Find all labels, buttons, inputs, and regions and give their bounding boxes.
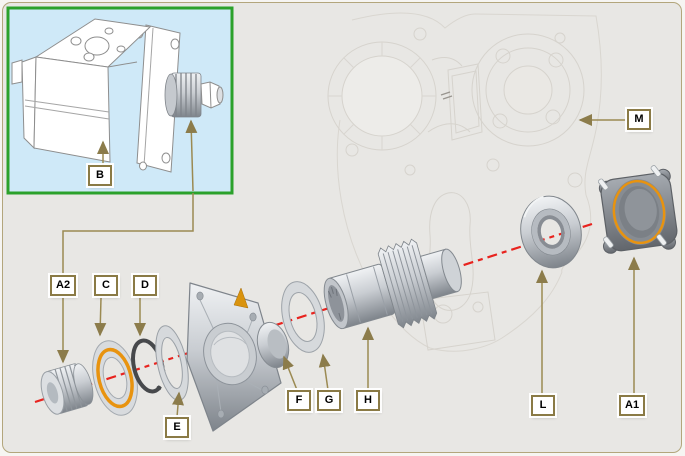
gasket-corner-marker	[233, 287, 249, 309]
leader-e-arrow	[172, 391, 184, 418]
leader-f-arrow	[282, 355, 298, 391]
callout-f: F	[287, 390, 311, 411]
inset-detail-box	[6, 6, 234, 195]
callout-l: L	[531, 395, 555, 416]
callout-a2: A2	[50, 275, 77, 296]
callout-a1: A1	[619, 395, 646, 416]
part-gear-shaft-h	[323, 238, 462, 330]
part-washer-e	[155, 325, 189, 401]
part-bearing-l	[520, 195, 582, 269]
pump-gear	[164, 72, 224, 118]
callout-m: M	[627, 109, 651, 130]
cover-studs	[597, 165, 667, 249]
part-washer-g	[281, 281, 325, 353]
leader-inset-gear-arrow	[185, 119, 198, 192]
callout-g: G	[317, 390, 341, 411]
callout-h: H	[356, 390, 380, 411]
callout-e: E	[165, 417, 189, 438]
part-flange-f	[186, 282, 290, 432]
callout-c: C	[94, 275, 118, 296]
engine-crankcase-background-drawing	[327, 12, 602, 352]
callout-d: D	[133, 275, 157, 296]
leader-g-arrow	[318, 353, 331, 391]
part-cover-a1	[597, 165, 678, 254]
leader-lines	[57, 114, 640, 418]
assembly-centerline	[34, 222, 593, 404]
callout-b: B	[88, 165, 112, 186]
part-gear-a2	[40, 363, 94, 415]
leader-inset-to-a2	[62, 193, 194, 275]
part-thrust-washer-c	[92, 340, 138, 416]
pump-illustration	[11, 18, 224, 173]
leader-c-arrow	[94, 297, 107, 337]
